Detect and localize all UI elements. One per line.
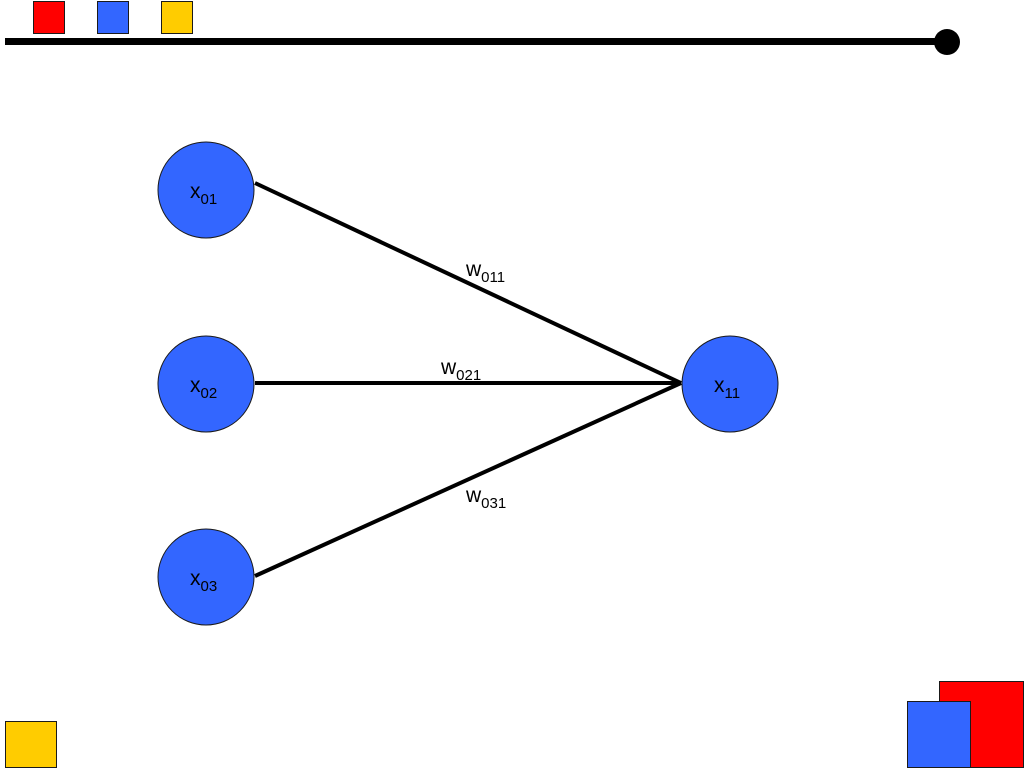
output-node-x11 <box>681 335 779 433</box>
edge-x01-x11 <box>254 181 682 385</box>
weight-label-w011: w011 <box>465 258 505 286</box>
weight-label-w031: w031 <box>465 484 506 512</box>
output-label-x11: x11 <box>714 374 740 402</box>
yellow-square-bottom-left <box>5 721 57 768</box>
blue-square-bottom-right <box>907 701 971 768</box>
input-node-x01 <box>157 141 255 239</box>
header-rule-end-dot <box>934 29 960 55</box>
input-label-x02: x02 <box>190 374 217 402</box>
header-rule <box>5 38 945 45</box>
input-node-x02 <box>157 335 255 433</box>
input-node-x03 <box>157 528 255 626</box>
blue-square <box>97 1 129 34</box>
weight-label-w021: w021 <box>440 356 481 384</box>
input-label-x01: x01 <box>190 180 217 208</box>
red-square <box>33 1 65 34</box>
yellow-square <box>161 1 193 34</box>
edge-x03-x11 <box>254 381 682 578</box>
input-label-x03: x03 <box>190 567 217 595</box>
